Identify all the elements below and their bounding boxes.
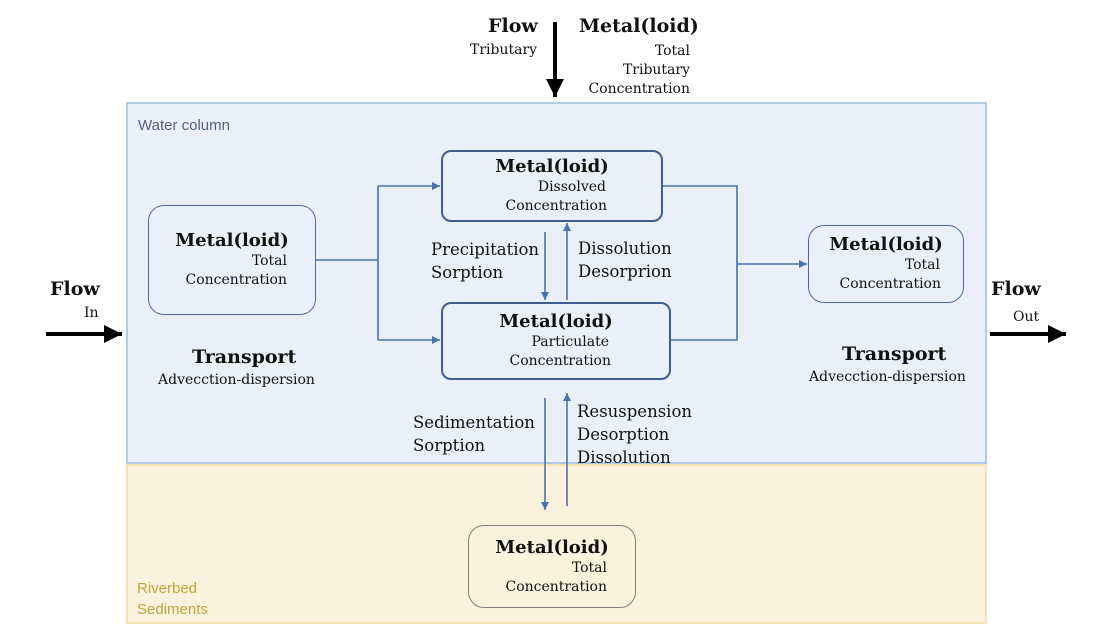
connector-in-split bbox=[316, 186, 379, 340]
outflow-sub: Out bbox=[1013, 309, 1040, 325]
box-line: Particulate bbox=[531, 334, 609, 350]
tributary-line: Tributary bbox=[622, 62, 690, 78]
process-label: Sorption bbox=[431, 263, 504, 282]
box-line: Total bbox=[904, 257, 940, 273]
tributary-flow-title: Flow bbox=[488, 15, 538, 37]
inflow-title: Flow bbox=[50, 278, 100, 300]
inflow-sub: In bbox=[84, 305, 99, 321]
box-title: Metal(loid) bbox=[175, 230, 289, 251]
process-label: Precipitation bbox=[431, 240, 540, 259]
box-line: Concentration bbox=[505, 578, 607, 595]
sediment-box: Metal(loid) Total Concentration bbox=[468, 525, 636, 608]
transport-left-title: Transport bbox=[192, 346, 297, 368]
outflow-title: Flow bbox=[991, 278, 1041, 300]
transport-left-sub: Advecction-dispersion bbox=[158, 372, 315, 388]
box-line: Concentration bbox=[505, 198, 607, 214]
box-title: Metal(loid) bbox=[495, 156, 609, 177]
process-label: Dissolution bbox=[578, 239, 672, 258]
box-title: Metal(loid) bbox=[829, 234, 943, 255]
total-in-box: Metal(loid) Total Concentration bbox=[148, 205, 316, 315]
process-labels-up-upper: Dissolution Desorprion bbox=[578, 237, 672, 283]
water-column-label: Water column bbox=[138, 117, 230, 134]
process-label: Sorption bbox=[413, 436, 486, 455]
dissolved-box: Metal(loid) Dissolved Concentration bbox=[441, 150, 663, 222]
box-title: Metal(loid) bbox=[499, 311, 613, 332]
box-line: Concentration bbox=[185, 272, 287, 288]
transport-right-title: Transport bbox=[842, 343, 947, 365]
box-line: Total bbox=[571, 559, 607, 576]
tributary-line: Concentration bbox=[588, 81, 690, 97]
transport-right-sub: Advecction-dispersion bbox=[809, 369, 966, 385]
total-out-box: Metal(loid) Total Concentration bbox=[808, 225, 964, 303]
box-line: Concentration bbox=[839, 276, 941, 292]
riverbed-sediments-label-text: Riverbed Sediments bbox=[137, 580, 208, 618]
box-line: Dissolved bbox=[537, 179, 606, 195]
process-label: Dissolution bbox=[577, 448, 671, 467]
box-line: Total bbox=[251, 253, 287, 269]
tributary-line: Total bbox=[654, 43, 690, 59]
box-title: Metal(loid) bbox=[495, 536, 609, 558]
process-labels-down-lower: Sedimentation Sorption bbox=[413, 411, 535, 457]
tributary-metal-title: Metal(loid) bbox=[579, 15, 699, 37]
process-label: Resuspension bbox=[577, 402, 693, 421]
box-line: Concentration bbox=[509, 353, 611, 369]
process-labels-down-upper: Precipitation Sorption bbox=[431, 238, 539, 284]
process-labels-up-lower: Resuspension Desorption Dissolution bbox=[577, 400, 692, 469]
process-label: Desorption bbox=[577, 425, 670, 444]
tributary-metal-lines: Total Tributary Concentration bbox=[560, 42, 690, 99]
process-label: Sedimentation bbox=[413, 413, 535, 432]
connector-merge-out bbox=[663, 185, 738, 341]
process-label: Desorprion bbox=[578, 262, 672, 281]
tributary-flow-sub: Tributary bbox=[470, 42, 538, 58]
particulate-box: Metal(loid) Particulate Concentration bbox=[441, 302, 671, 380]
riverbed-sediments-label: Riverbed Sediments bbox=[137, 578, 219, 620]
